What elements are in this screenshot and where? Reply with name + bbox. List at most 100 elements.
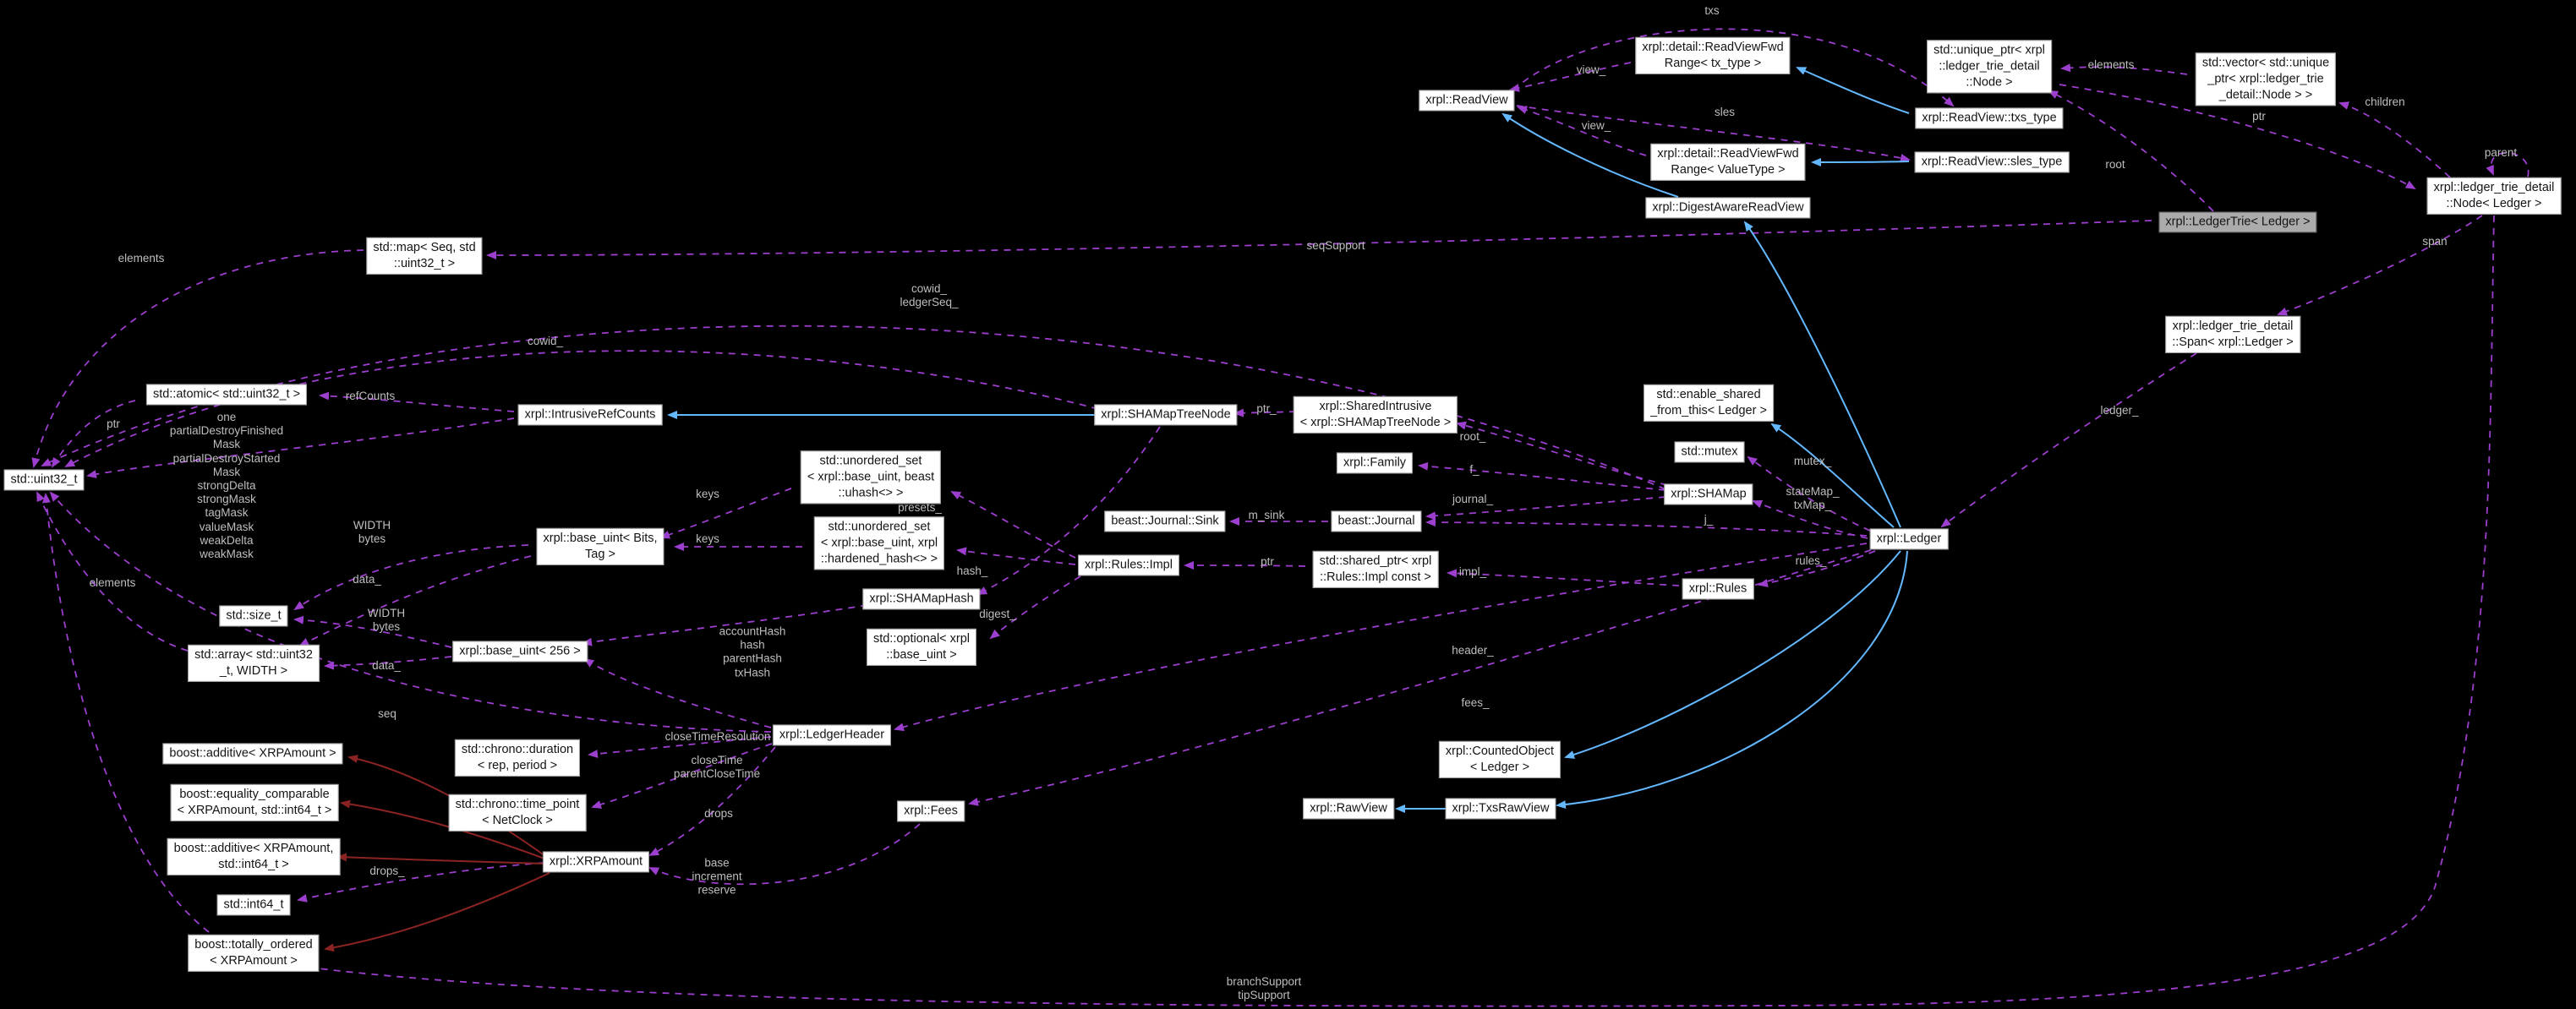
edge-ledger-to-digest-aware-read-view	[1743, 221, 1901, 528]
class-node-boost-equality-comparable[interactable]: boost::equality_comparable < XRPAmount, …	[170, 783, 339, 822]
class-node-node-ledger[interactable]: xrpl::ledger_trie_detail ::Node< Ledger …	[2426, 177, 2562, 215]
class-node-shared-intrusive[interactable]: xrpl::SharedIntrusive < xrpl::SHAMapTree…	[1293, 395, 1458, 434]
edge-readviewfwdrange-value-to-readview	[1517, 106, 1647, 156]
edge-base-uint-bits-tag-to-size-t	[293, 544, 529, 611]
class-node-std-mutex[interactable]: std::mutex	[1674, 441, 1745, 463]
edge-ledger-header-to-std-uint32	[49, 491, 772, 733]
edge-ledger-to-journal	[1425, 518, 1868, 537]
edge-ledger-to-enable-shared-from-this	[1770, 423, 1895, 528]
class-node-journal[interactable]: beast::Journal	[1331, 510, 1422, 532]
class-node-ledger-header[interactable]: xrpl::LedgerHeader	[772, 724, 892, 746]
edge-unordered-set-uhash-to-base-uint-bits-tag	[659, 488, 792, 539]
class-node-array-uint32-width[interactable]: std::array< std::uint32 _t, WIDTH >	[188, 644, 320, 683]
class-node-fees[interactable]: xrpl::Fees	[897, 800, 965, 822]
edge-vector-unique-ptr-node-to-unique-ptr-node	[2060, 63, 2188, 75]
class-node-shamap[interactable]: xrpl::SHAMap	[1664, 483, 1753, 505]
edge-ledger-to-ledger-header	[894, 543, 1868, 732]
edge-readview-to-txs-type	[1512, 28, 1955, 107]
class-node-shamap-hash[interactable]: xrpl::SHAMapHash	[862, 588, 981, 610]
class-node-std-uint32[interactable]: std::uint32_t	[3, 469, 85, 491]
edge-node-ledger-to-span-ledger	[2277, 215, 2483, 316]
edge-node-ledger-to-vector-unique-ptr-node	[2338, 101, 2451, 178]
class-node-unordered-set-uhash[interactable]: std::unordered_set < xrpl::base_uint, be…	[800, 450, 942, 504]
class-node-boost-additive-xrp[interactable]: boost::additive< XRPAmount >	[162, 743, 343, 765]
edge-node-ledger-to-node-ledger	[2486, 151, 2530, 177]
edge-base-uint-256-to-array-uint32-width	[324, 656, 452, 670]
class-node-ledger[interactable]: xrpl::Ledger	[1869, 528, 1949, 550]
edge-ledger-trie-to-map-seq-uint32	[486, 220, 2152, 259]
edge-readviewfwdrange-tx-to-readview	[1509, 62, 1632, 92]
class-node-rules-impl[interactable]: xrpl::Rules::Impl	[1078, 554, 1179, 576]
edge-xrp-amount-to-boost-totally-ordered	[324, 872, 550, 952]
edge-fees-to-xrp-amount	[648, 823, 921, 886]
edge-ledger-header-to-chrono-time-point	[591, 743, 773, 809]
edge-intrusive-ref-counts-to-atomic-uint32	[319, 391, 515, 412]
edge-shamap-tree-node-to-std-uint32	[64, 350, 1099, 467]
edge-span-ledger-to-ledger	[1940, 352, 2197, 528]
edge-ledger-trie-to-unique-ptr-node	[2048, 90, 2214, 212]
edge-array-uint32-width-to-std-uint32	[36, 491, 189, 652]
edge-ledger-to-txs-raw-view	[1556, 550, 1908, 810]
class-node-vector-unique-ptr-node[interactable]: std::vector< std::unique _ptr< xrpl::led…	[2195, 52, 2337, 106]
class-node-readview[interactable]: xrpl::ReadView	[1419, 90, 1515, 112]
class-node-readviewfwdrange-value[interactable]: xrpl::detail::ReadViewFwd Range< ValueTy…	[1650, 143, 1806, 182]
edge-shared-ptr-rules-impl-to-rules-impl	[1184, 561, 1306, 570]
class-node-digest-aware-read-view[interactable]: xrpl::DigestAwareReadView	[1645, 197, 1811, 219]
class-node-optional-base-uint[interactable]: std::optional< xrpl ::base_uint >	[866, 628, 977, 667]
class-node-family[interactable]: xrpl::Family	[1336, 452, 1414, 474]
edge-atomic-uint32-to-std-uint32	[51, 400, 136, 468]
edge-ledger-to-fees	[968, 549, 1872, 806]
edge-ledger-header-to-chrono-duration	[588, 736, 772, 759]
class-node-base-uint-bits-tag[interactable]: xrpl::base_uint< Bits, Tag >	[536, 527, 665, 566]
class-node-base-uint-256[interactable]: xrpl::base_uint< 256 >	[452, 641, 588, 663]
class-node-counted-object[interactable]: xrpl::CountedObject < Ledger >	[1438, 740, 1561, 779]
class-node-unordered-set-hardened[interactable]: std::unordered_set < xrpl::base_uint, xr…	[813, 516, 945, 570]
class-node-rules[interactable]: xrpl::Rules	[1682, 578, 1754, 600]
class-node-shamap-tree-node[interactable]: xrpl::SHAMapTreeNode	[1094, 404, 1238, 426]
class-node-txs-type[interactable]: xrpl::ReadView::txs_type	[1915, 107, 2064, 129]
edge-rules-impl-to-unordered-set-hardened	[956, 547, 1076, 565]
edge-rules-impl-to-optional-base-uint	[989, 575, 1081, 640]
edge-shamap-hash-to-base-uint-256	[582, 604, 868, 646]
class-node-map-seq-uint32[interactable]: std::map< Seq, std ::uint32_t >	[366, 237, 483, 275]
class-node-boost-totally-ordered[interactable]: boost::totally_ordered < XRPAmount >	[188, 934, 320, 973]
class-node-journal-sink[interactable]: beast::Journal::Sink	[1104, 510, 1226, 532]
edge-shamap-tree-node-to-shamap-hash	[976, 426, 1161, 595]
class-node-atomic-uint32[interactable]: std::atomic< std::uint32_t >	[145, 384, 308, 406]
edge-digest-aware-read-view-to-readview	[1501, 112, 1679, 198]
edge-xrp-amount-to-boost-equality-comparable	[340, 799, 545, 859]
class-node-span-ledger[interactable]: xrpl::ledger_trie_detail ::Span< xrpl::L…	[2165, 315, 2300, 354]
class-node-enable-shared-from-this[interactable]: std::enable_shared _from_this< Ledger >	[1643, 384, 1774, 423]
class-node-readviewfwdrange-tx[interactable]: xrpl::detail::ReadViewFwd Range< tx_type…	[1635, 36, 1791, 75]
edge-rules-to-shared-ptr-rules-impl	[1447, 569, 1680, 586]
edge-intrusive-ref-counts-to-std-uint32	[86, 417, 515, 478]
class-node-std-int64[interactable]: std::int64_t	[216, 894, 291, 916]
class-node-boost-additive-xrp-int64[interactable]: boost::additive< XRPAmount, std::int64_t…	[167, 837, 341, 876]
class-node-ledger-trie[interactable]: xrpl::LedgerTrie< Ledger >	[2158, 211, 2317, 233]
edge-ledger-to-counted-object	[1564, 550, 1901, 759]
class-node-unique-ptr-node[interactable]: std::unique_ptr< xrpl ::ledger_trie_deta…	[1927, 40, 2052, 94]
edge-base-uint-bits-tag-to-array-uint32-width	[298, 555, 532, 646]
edge-shared-intrusive-to-shamap-tree-node	[1233, 408, 1297, 417]
edge-unique-ptr-node-to-node-ledger	[2059, 84, 2416, 189]
edge-ledger-to-shamap	[1752, 499, 1868, 539]
class-node-shared-ptr-rules-impl[interactable]: std::shared_ptr< xrpl ::Rules::Impl cons…	[1312, 550, 1439, 589]
edge-shamap-to-shared-intrusive	[1456, 421, 1668, 486]
edge-base-uint-256-to-size-t	[293, 615, 452, 648]
edge-xrp-amount-to-boost-additive-xrp-int64	[336, 853, 545, 864]
edge-xrp-amount-to-std-int64	[297, 862, 545, 903]
edge-ledger-to-std-mutex	[1747, 455, 1871, 532]
edge-ledger-header-to-xrp-amount	[648, 746, 776, 856]
class-node-sles-type[interactable]: xrpl::ReadView::sles_type	[1914, 151, 2070, 173]
class-node-chrono-duration[interactable]: std::chrono::duration < rep, period >	[454, 739, 581, 777]
class-node-xrp-amount[interactable]: xrpl::XRPAmount	[542, 851, 650, 873]
class-node-chrono-time-point[interactable]: std::chrono::time_point < NetClock >	[448, 794, 587, 832]
class-node-txs-raw-view[interactable]: xrpl::TxsRawView	[1445, 798, 1556, 820]
class-node-size-t[interactable]: std::size_t	[219, 605, 288, 627]
class-node-raw-view[interactable]: xrpl::RawView	[1303, 798, 1394, 820]
edge-ledger-header-to-base-uint-256	[583, 657, 772, 728]
class-node-intrusive-ref-counts[interactable]: xrpl::IntrusiveRefCounts	[517, 404, 663, 426]
edge-shamap-to-family	[1418, 461, 1666, 491]
